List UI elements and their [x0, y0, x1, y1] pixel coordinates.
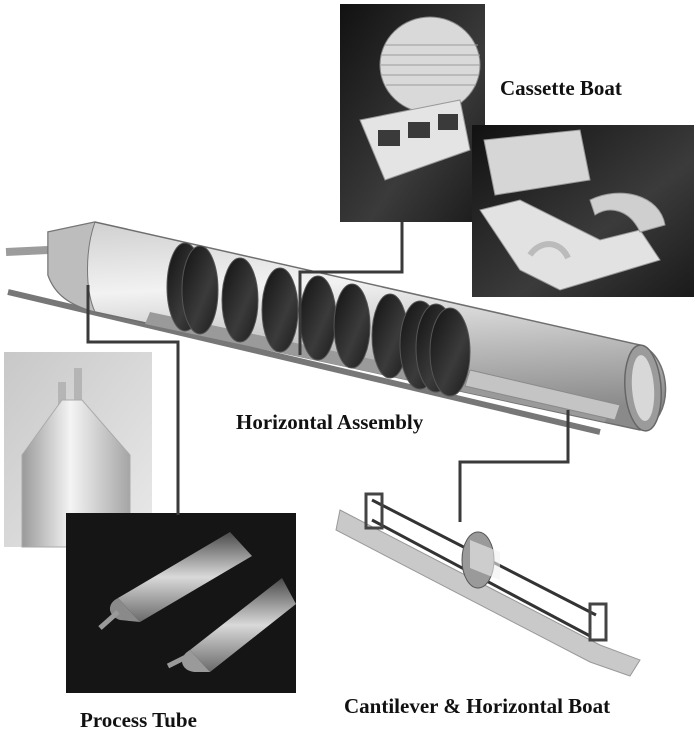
cassette-boat-photo-2 — [472, 125, 694, 297]
horizontal-assembly-label: Horizontal Assembly — [236, 410, 424, 434]
cantilever-boat-illustration — [335, 492, 641, 677]
connector-lines — [86, 222, 570, 522]
connector-cassette — [298, 222, 404, 355]
process-tube-label: Process Tube — [80, 708, 197, 732]
cantilever-boat-label: Cantilever & Horizontal Boat — [344, 694, 611, 718]
connector-process-tube — [86, 285, 180, 515]
connector-cantilever — [458, 410, 570, 522]
cassette-boat-photo-1 — [340, 4, 485, 222]
horizontal-assembly-tube — [5, 221, 667, 435]
process-tube-photo-2 — [66, 513, 296, 693]
wafer-stack — [166, 242, 471, 397]
cassette-boat-label: Cassette Boat — [500, 76, 622, 100]
